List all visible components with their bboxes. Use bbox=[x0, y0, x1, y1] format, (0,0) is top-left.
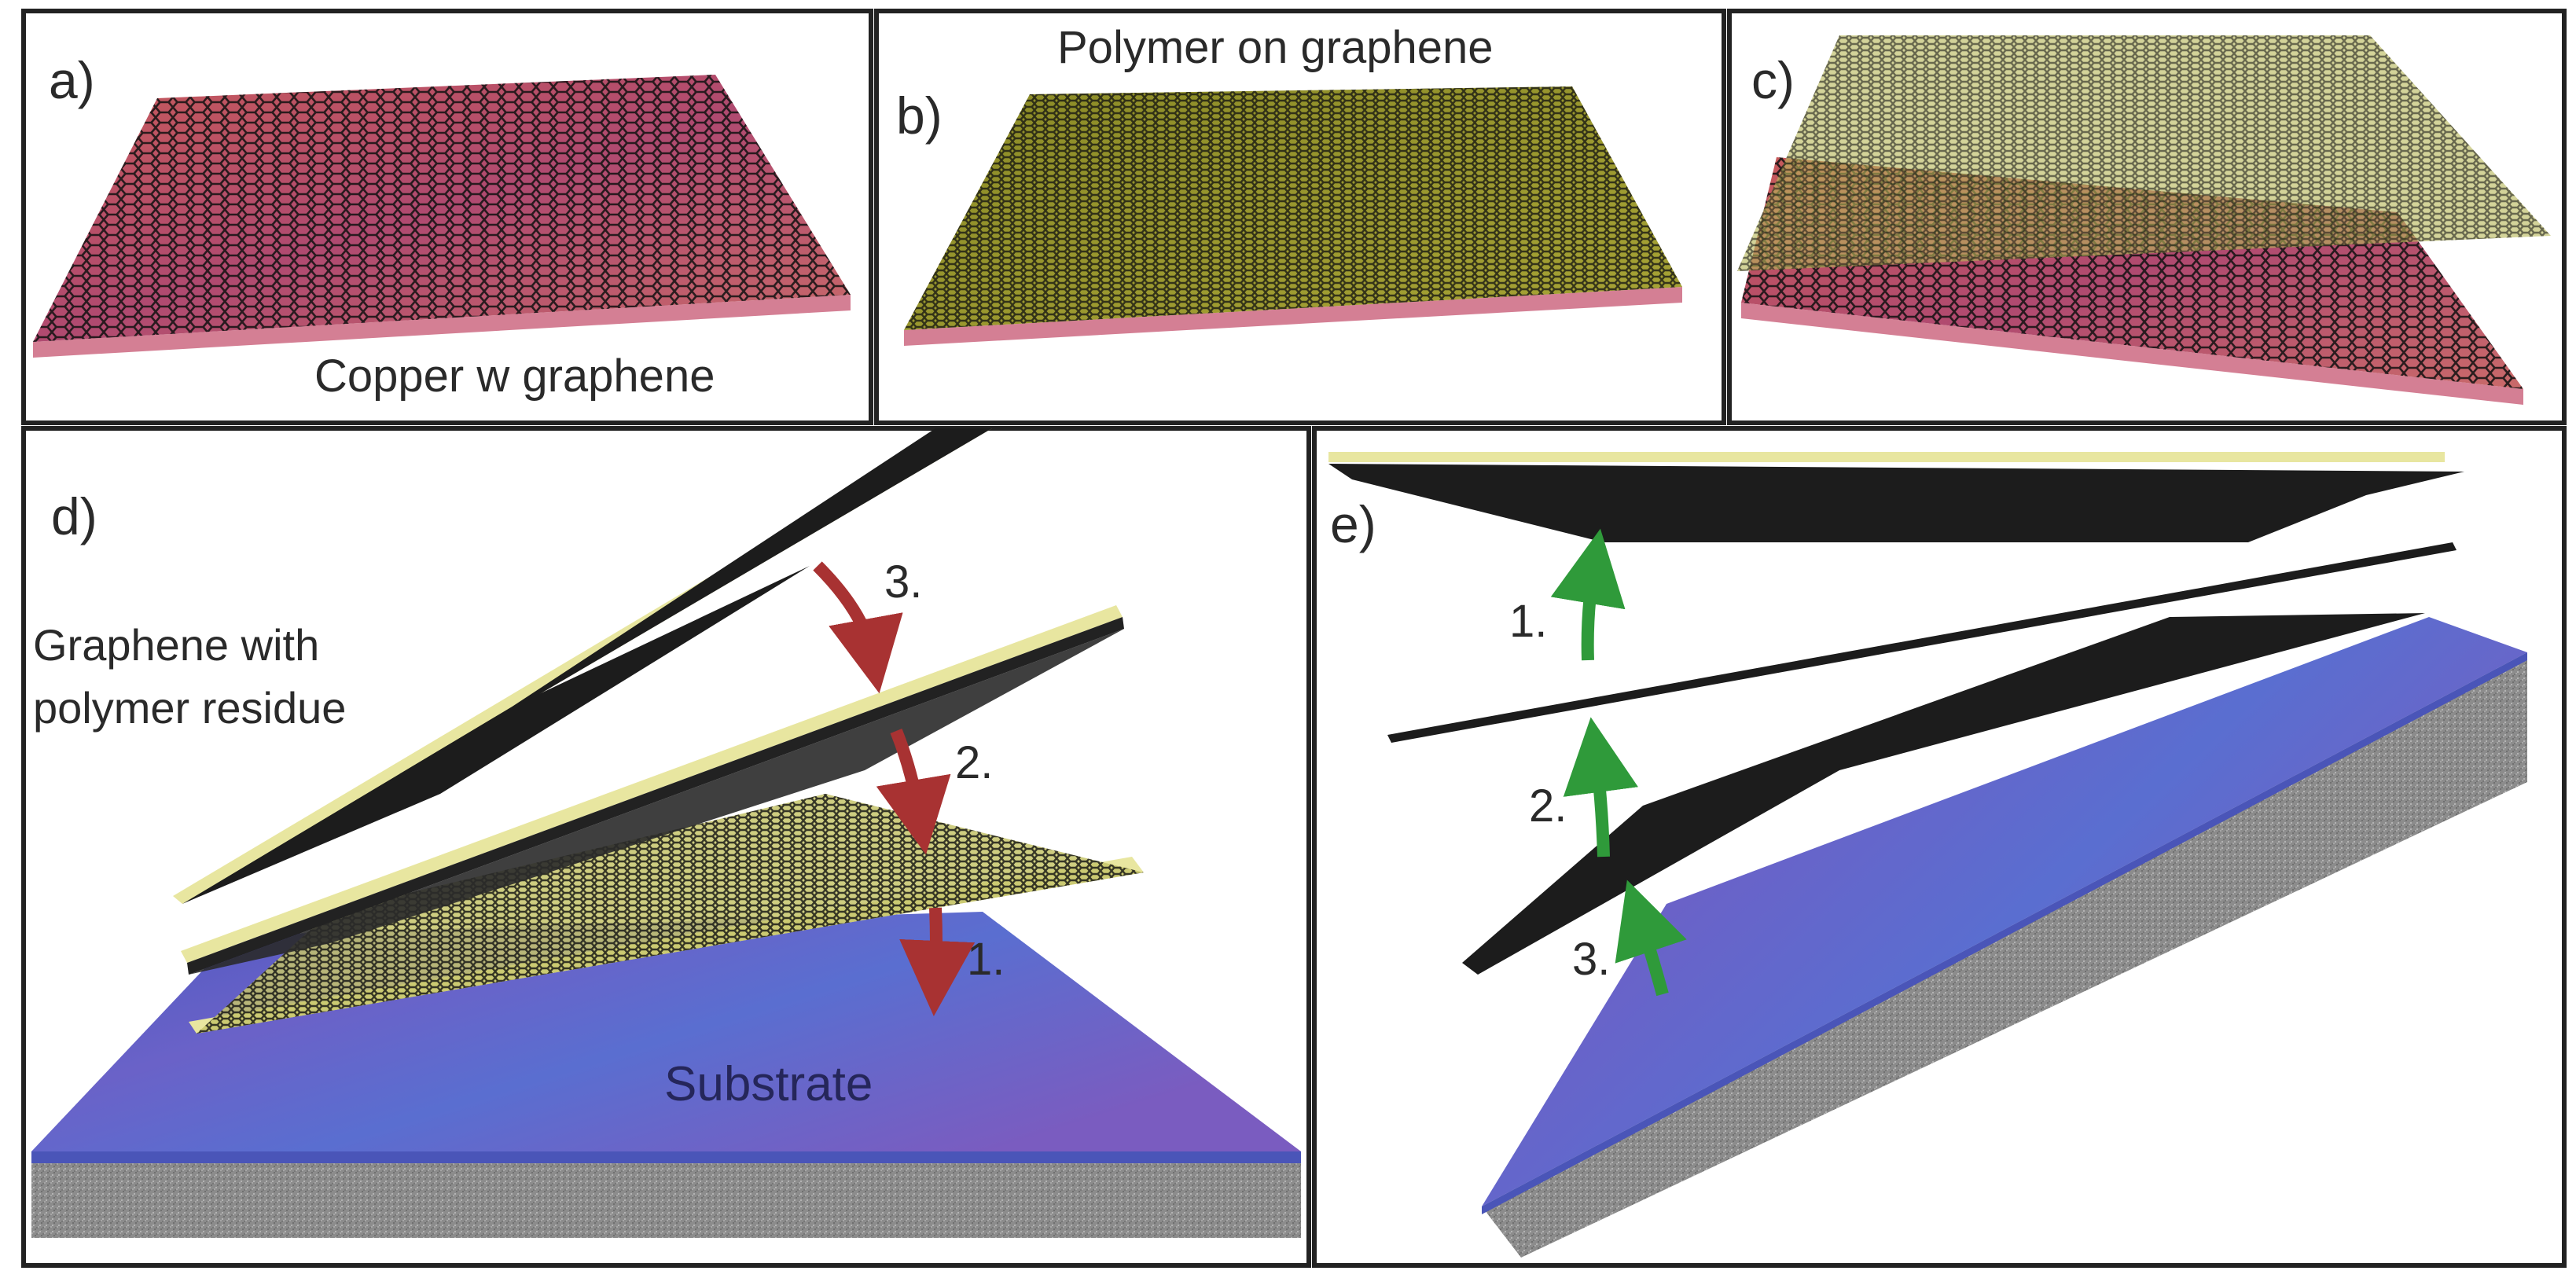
panel-d-step-2: 2. bbox=[955, 737, 993, 788]
polymer-on-graphene-sheet bbox=[904, 86, 1682, 346]
panel-b-caption: Polymer on graphene bbox=[1057, 22, 1494, 73]
panel-e-step-1: 1. bbox=[1509, 596, 1547, 647]
step-arrow-3-e bbox=[1615, 880, 1687, 997]
panel-e-step-2: 2. bbox=[1529, 780, 1567, 832]
panel-b-border bbox=[874, 9, 1726, 425]
panel-e: 1. 2. 3. e) bbox=[1312, 426, 2567, 1268]
panel-a-caption: Copper w graphene bbox=[314, 351, 715, 402]
step-arrow-2-e bbox=[1563, 717, 1638, 858]
panel-e-step-3: 3. bbox=[1572, 934, 1610, 985]
step-arrow-2 bbox=[876, 729, 951, 855]
panel-d-letter: d) bbox=[51, 487, 97, 545]
graphene-polymer-sheet-3 bbox=[173, 428, 992, 904]
panel-c: c) bbox=[1727, 9, 2567, 425]
step-arrow-1-e bbox=[1550, 528, 1626, 661]
top-polymer-graphene-layer bbox=[1328, 452, 2464, 542]
graphene-polymer-sheet-2 bbox=[181, 605, 1124, 975]
panel-b-letter: b) bbox=[896, 86, 943, 145]
copper-sheet bbox=[33, 75, 851, 358]
graphene-residue-label-line2: polymer residue bbox=[33, 683, 346, 733]
substrate-block-e bbox=[1482, 617, 2527, 1258]
panel-c-letter: c) bbox=[1751, 51, 1795, 109]
panel-e-border bbox=[1312, 426, 2567, 1268]
panel-d-step-3: 3. bbox=[884, 556, 922, 608]
panel-d: 3. 2. 1. d) Graphene with polymer residu… bbox=[21, 426, 1311, 1268]
middle-graphene-layer bbox=[1387, 542, 2457, 743]
panel-d-border bbox=[21, 426, 1311, 1268]
panel-e-letter: e) bbox=[1330, 495, 1376, 553]
panel-a: a) Copper w graphene bbox=[21, 9, 873, 425]
panel-c-border bbox=[1727, 9, 2567, 425]
panel-b: b) Polymer on graphene bbox=[874, 9, 1726, 425]
step-arrow-3 bbox=[813, 561, 903, 694]
substrate-label: Substrate bbox=[664, 1057, 873, 1111]
panel-d-step-1: 1. bbox=[967, 934, 1005, 985]
step-arrow-1 bbox=[899, 907, 976, 1016]
graphene-residue-label-line1: Graphene with bbox=[33, 620, 319, 670]
peeling-polymer-graphene-sheet bbox=[1737, 35, 2551, 271]
panel-a-letter: a) bbox=[49, 51, 95, 109]
panel-a-border bbox=[21, 9, 873, 425]
